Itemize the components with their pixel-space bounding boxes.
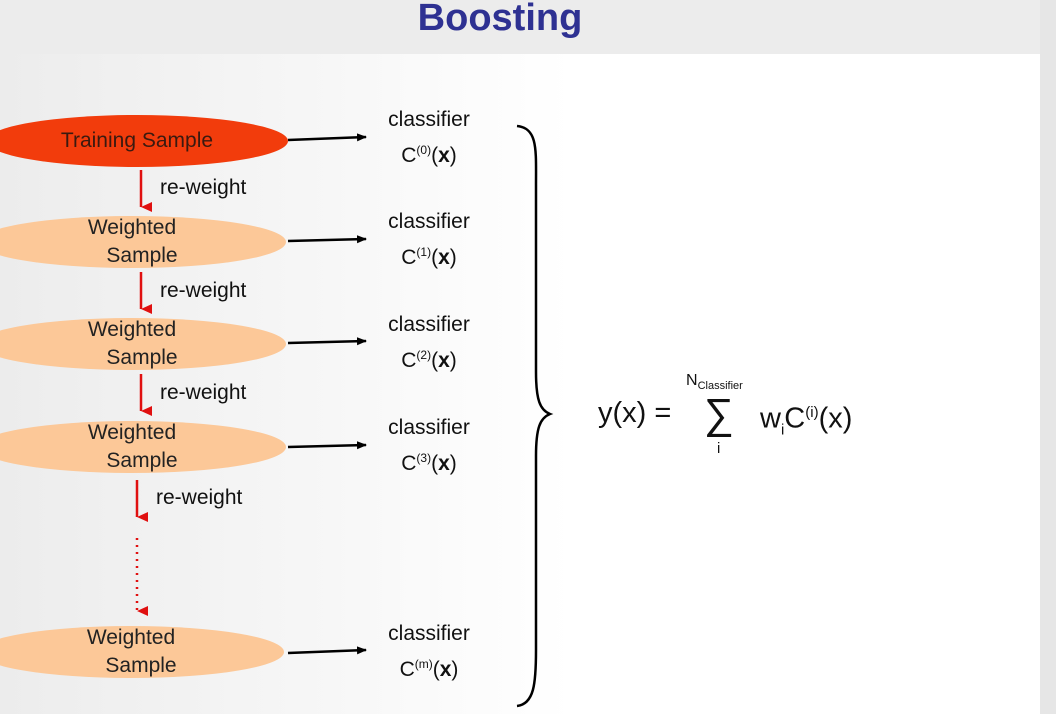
classifier-label: classifier [388, 210, 470, 233]
classifier-label: classifier [388, 108, 470, 131]
sum-lower-limit: i [717, 440, 721, 457]
reweight-label-2: re-weight [160, 381, 247, 404]
formula-term: wiC(i)(x) [760, 402, 853, 439]
connector-arrow-0 [287, 133, 367, 142]
connector-arrow-2 [287, 337, 367, 346]
training-sample-label: Training Sample [60, 129, 214, 152]
classifier-label: classifier [388, 313, 470, 336]
right-margin-strip [1040, 0, 1056, 714]
classifier-3: classifier C(3)(x) [369, 413, 489, 479]
weighted-sample-ellipse-1: Weighted Sample [0, 216, 286, 268]
weighted-sample-label-line2: Sample [106, 449, 178, 472]
weighted-sample-label-line2: Sample [105, 654, 177, 677]
weighted-sample-label-line2: Sample [106, 346, 178, 369]
formula-lhs: y(x) = [598, 397, 672, 429]
connector-arrow-m [287, 646, 367, 655]
weighted-sample-label-line1: Weighted [86, 626, 176, 649]
connector-arrow-1 [287, 235, 367, 244]
weighted-sample-ellipse-3: Weighted Sample [0, 421, 286, 473]
reweight-label-1: re-weight [160, 279, 247, 302]
classifier-label: classifier [388, 416, 470, 439]
slide-header: Boosting [0, 0, 1040, 54]
classifier-label: classifier [388, 622, 470, 645]
classifier-1: classifier C(1)(x) [369, 207, 489, 273]
classifier-0: classifier C(0)(x) [369, 105, 489, 171]
reweight-label-3: re-weight [156, 486, 243, 509]
weighted-sample-label-line2: Sample [106, 244, 178, 267]
curly-brace [516, 124, 554, 708]
weighted-sample-label-line1: Weighted [87, 216, 177, 239]
classifier-function: C(0)(x) [401, 143, 457, 167]
sum-upper-limit: NClassifier [686, 372, 743, 393]
slide-title: Boosting [417, 0, 583, 39]
connector-arrow-3 [287, 441, 367, 450]
reweight-label-0: re-weight [160, 176, 247, 199]
classifier-2: classifier C(2)(x) [369, 310, 489, 376]
weighted-sample-ellipse-2: Weighted Sample [0, 318, 286, 370]
training-sample-ellipse: Training Sample [0, 115, 288, 167]
classifier-function: C(2)(x) [401, 348, 457, 372]
sigma-symbol: ∑ [704, 390, 734, 437]
weighted-sample-ellipse-m: Weighted Sample [0, 626, 284, 678]
classifier-function: C(3)(x) [401, 451, 457, 475]
classifier-function: C(m)(x) [399, 657, 459, 681]
classifier-m: classifier C(m)(x) [369, 619, 489, 685]
classifier-function: C(1)(x) [401, 245, 457, 269]
weighted-sample-label-line1: Weighted [87, 421, 177, 444]
weighted-sample-label-line1: Weighted [87, 318, 177, 341]
